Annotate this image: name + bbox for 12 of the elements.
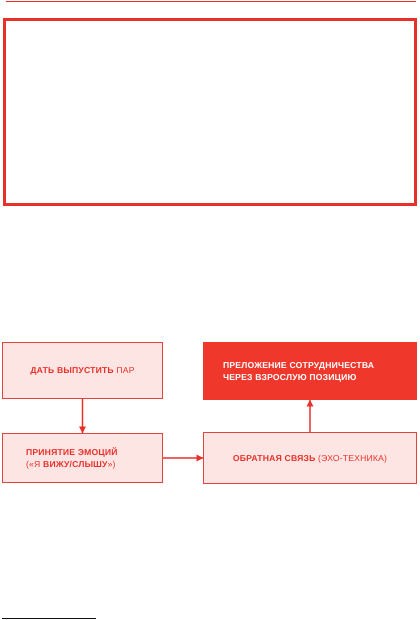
arrow xyxy=(163,454,204,462)
arrow xyxy=(306,400,314,432)
arrow xyxy=(79,399,86,434)
step-text: ДАТЬ ВЫПУСТИТЬ ПАР xyxy=(30,364,135,377)
outline-frame xyxy=(3,18,417,206)
step-text: ПРЕЛОЖЕНИЕ СОТРУДНИЧЕСТВА ЧЕРЕЗ ВЗРОСЛУЮ ПОЗИЦИЮ xyxy=(223,358,376,384)
step-text: ПРИНЯТИЕ ЭМОЦИЙ («Я ВИЖУ/СЛЫШУ») xyxy=(26,446,119,470)
step-text: ОБРАТНАЯ СВЯЗЬ (ЭХО-ТЕХНИКА) xyxy=(232,452,388,464)
process-box xyxy=(2,433,163,483)
highlighted-step-box xyxy=(203,342,417,400)
process-box xyxy=(203,432,417,484)
process-box xyxy=(2,342,163,399)
